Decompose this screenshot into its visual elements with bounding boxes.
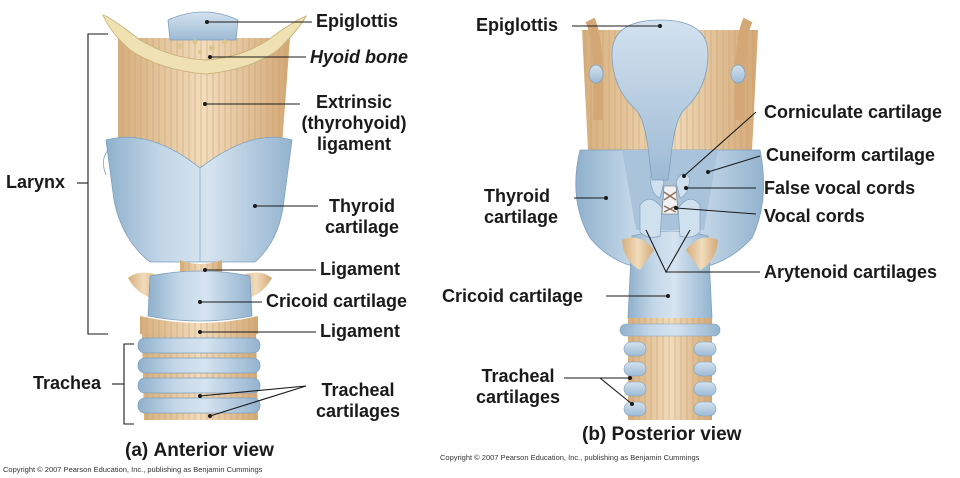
anterior-larynx-drawing [102, 11, 307, 420]
label-arytenoid-cartilages: Arytenoid cartilages [764, 262, 938, 282]
label-ligament-upper: Ligament [320, 259, 401, 279]
label-posterior-cricoid-cartilage: Cricoid cartilage [442, 286, 584, 306]
label-false-vocal-cords: False vocal cords [764, 178, 916, 198]
label-corniculate-cartilage: Corniculate cartilage [764, 102, 943, 122]
label-cuneiform-cartilage: Cuneiform cartilage [766, 145, 936, 165]
caption-posterior-letter: (b) [582, 424, 607, 445]
anterior-cricoid-cartilage-shape [147, 270, 253, 322]
label-anterior-cricoid-cartilage: Cricoid cartilage [266, 291, 408, 311]
label-anterior-tracheal-cartilages: Tracheal cartilages [315, 380, 401, 421]
anterior-leader-lines [77, 21, 318, 425]
posterior-leader-lines [564, 25, 761, 405]
label-trachea: Trachea [33, 373, 102, 393]
label-larynx: Larynx [6, 172, 66, 192]
hyoid-bone-shape [102, 14, 307, 75]
label-posterior-epiglottis: Epiglottis [476, 15, 558, 35]
caption-anterior-text: Anterior view [153, 440, 274, 461]
posterior-larynx-drawing [575, 17, 764, 420]
label-posterior-tracheal-cartilages: Tracheal cartilages [475, 366, 561, 407]
anterior-epiglottis-shape [167, 11, 239, 41]
caption-anterior: (a) Anterior view [125, 440, 274, 462]
label-anterior-epiglottis: Epiglottis [316, 11, 398, 31]
label-hyoid-bone: Hyoid bone [310, 47, 408, 67]
caption-anterior-letter: (a) [125, 440, 149, 461]
label-posterior-thyroid-cartilage: Thyroid cartilage [484, 186, 559, 227]
caption-posterior: (b) Posterior view [582, 424, 741, 446]
anterior-thyroid-cartilage-shape [105, 136, 293, 263]
copyright-posterior: Copyright © 2007 Pearson Education, Inc.… [440, 453, 700, 462]
label-anterior-thyroid-cartilage: Thyroid cartilage [324, 196, 400, 237]
label-vocal-cords: Vocal cords [764, 206, 865, 226]
label-extrinsic-ligament: Extrinsic (thyrohyoid) ligament [301, 92, 407, 154]
copyright-anterior: Copyright © 2007 Pearson Education, Inc.… [3, 465, 263, 474]
posterior-epiglottis-shape [611, 19, 709, 181]
label-ligament-lower: Ligament [320, 321, 401, 341]
caption-posterior-text: Posterior view [611, 424, 742, 445]
